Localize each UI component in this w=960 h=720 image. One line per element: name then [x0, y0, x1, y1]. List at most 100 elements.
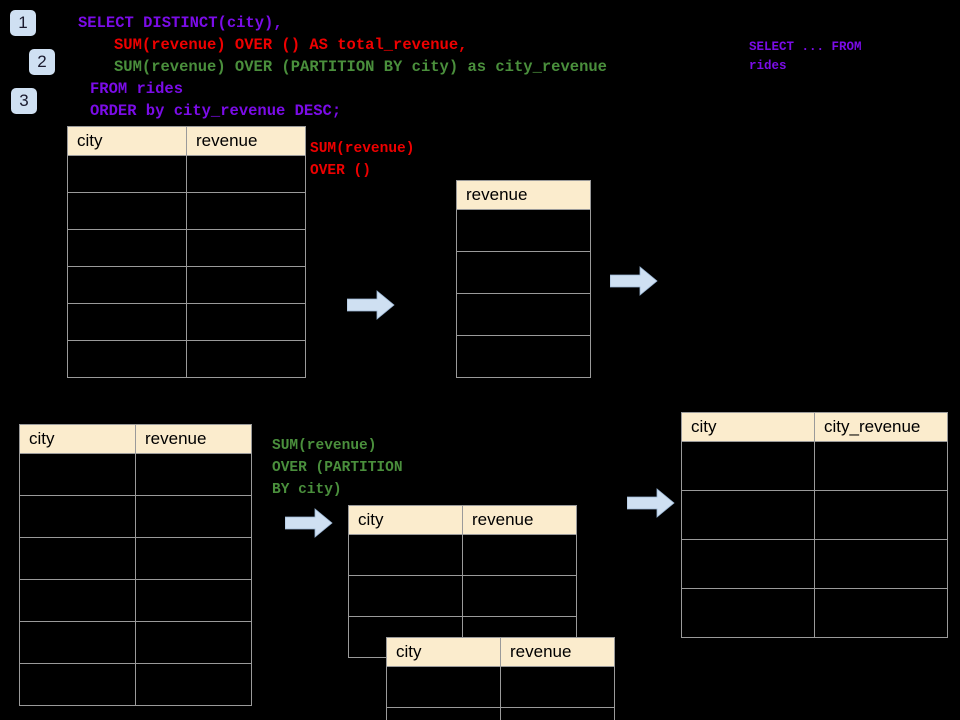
table-cell [19, 663, 136, 706]
table-cell [462, 534, 577, 576]
column-header-city: city [348, 505, 463, 535]
table-cell [681, 490, 815, 540]
step-badge-1: 1 [10, 10, 36, 36]
table-cell [681, 441, 815, 491]
sum-over-partition-annotation: SUM(revenue) OVER (PARTITION BY city) [272, 438, 403, 498]
table-cell [814, 490, 948, 540]
table-cell [500, 666, 615, 708]
table-row [19, 537, 252, 580]
table-header-row: revenue [456, 180, 591, 210]
table-cell [814, 588, 948, 638]
total-revenue-table: revenue [456, 180, 591, 378]
step-badge-2: 2 [29, 49, 55, 75]
table-row [348, 575, 577, 617]
table-row [456, 209, 591, 252]
table-cell [814, 539, 948, 589]
table-row [67, 192, 306, 230]
table-cell [814, 441, 948, 491]
table-row [456, 251, 591, 294]
table-cell [67, 155, 187, 193]
table-row [67, 303, 306, 341]
arrow-total-to-result [610, 266, 658, 296]
arrow-partition-to-result [627, 488, 675, 518]
table-row [19, 621, 252, 664]
table-cell [19, 453, 136, 496]
table-cell [135, 537, 252, 580]
table-cell [456, 251, 591, 294]
table-cell [135, 579, 252, 622]
sum-over-empty-annotation: SUM(revenue) OVER () [310, 141, 415, 179]
step-badge-3: 3 [11, 88, 37, 114]
table-cell [386, 707, 501, 720]
table-row [348, 534, 577, 576]
column-header-revenue: revenue [186, 126, 306, 156]
table-row [386, 707, 615, 720]
sql-line-1: SELECT DISTINCT(city), [78, 14, 283, 32]
table-cell [186, 303, 306, 341]
table-row [681, 441, 948, 491]
table-row [681, 539, 948, 589]
table-row [681, 588, 948, 638]
table-cell [135, 621, 252, 664]
table-cell [67, 192, 187, 230]
column-header-revenue: revenue [500, 637, 615, 667]
column-header-city: city [681, 412, 815, 442]
table-row [19, 663, 252, 706]
sql-query-code: SELECT DISTINCT(city), SUM(revenue) OVER … [78, 12, 607, 122]
column-header-revenue: revenue [462, 505, 577, 535]
column-header-city: city [386, 637, 501, 667]
table-cell [681, 588, 815, 638]
sql-line-3: SUM(revenue) OVER (PARTITION BY city) as… [114, 58, 607, 76]
table-cell [462, 575, 577, 617]
table-row [67, 229, 306, 267]
table-cell [456, 293, 591, 336]
table-cell [348, 575, 463, 617]
table-cell [67, 303, 187, 341]
table-cell [386, 666, 501, 708]
table-cell [135, 495, 252, 538]
table-cell [135, 663, 252, 706]
table-cell [456, 209, 591, 252]
sql-line-5: ORDER by city_revenue DESC; [90, 102, 342, 120]
table-row [67, 340, 306, 378]
column-header-revenue: revenue [456, 180, 591, 210]
table-cell [500, 707, 615, 720]
table-row [456, 335, 591, 378]
column-header-city: city [19, 424, 136, 454]
table-cell [186, 155, 306, 193]
table-row [456, 293, 591, 336]
sql-line-4: FROM rides [90, 80, 184, 98]
column-header-city: city [67, 126, 187, 156]
arrow-source-to-total [347, 290, 395, 320]
table-row [19, 495, 252, 538]
table-cell [67, 229, 187, 267]
table-row [67, 155, 306, 193]
table-cell [186, 340, 306, 378]
sql-side-note: SELECT ... FROM rides [749, 40, 862, 73]
table-row [681, 490, 948, 540]
table-cell [186, 192, 306, 230]
table-cell [681, 539, 815, 589]
arrow-source-to-partition [285, 508, 333, 538]
table-cell [19, 537, 136, 580]
table-cell [67, 340, 187, 378]
table-cell [456, 335, 591, 378]
table-cell [19, 621, 136, 664]
table-cell [19, 579, 136, 622]
table-cell [67, 266, 187, 304]
sql-line-2: SUM(revenue) OVER () AS total_revenue, [114, 36, 468, 54]
table-cell [19, 495, 136, 538]
table-cell [186, 229, 306, 267]
column-header-revenue: revenue [135, 424, 252, 454]
